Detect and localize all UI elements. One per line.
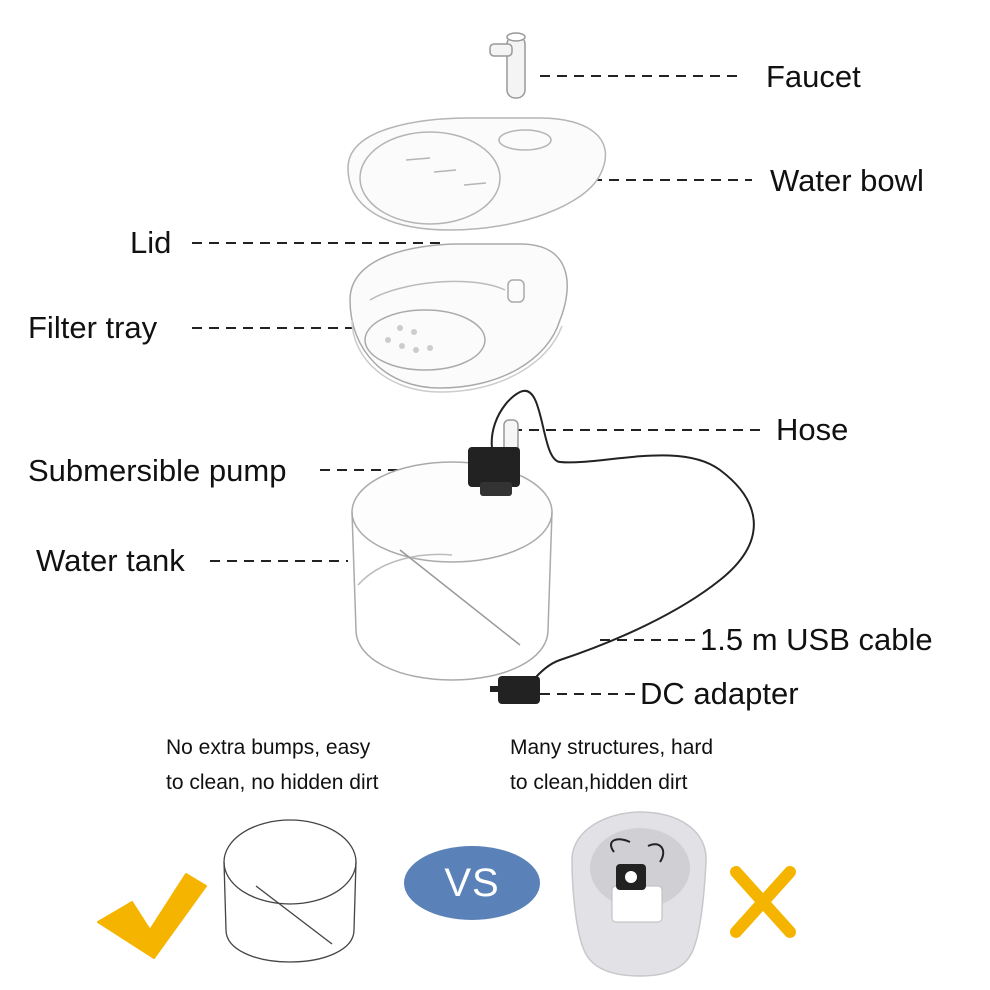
caption-good-line2: to clean, no hidden dirt <box>166 771 379 794</box>
label-water-tank: Water tank <box>36 543 185 578</box>
check-icon <box>97 873 207 959</box>
vs-badge: VS <box>404 846 540 920</box>
caption-good: No extra bumps, easy to clean, no hidden… <box>166 730 378 800</box>
caption-bad-line2: to clean,hidden dirt <box>510 771 688 794</box>
caption-good-line1: No extra bumps, easy <box>166 736 371 759</box>
dc-adapter-part <box>490 676 540 704</box>
label-submersible-pump: Submersible pump <box>28 453 287 488</box>
water-tank-part <box>351 461 553 681</box>
cross-icon <box>730 866 796 938</box>
label-dc-adapter: DC adapter <box>640 676 799 711</box>
label-hose: Hose <box>776 412 849 447</box>
lid-filter-tray-part <box>349 243 568 393</box>
label-faucet: Faucet <box>766 59 861 94</box>
label-water-bowl: Water bowl <box>770 163 924 198</box>
pump-part <box>468 447 520 496</box>
pump-cable <box>490 389 755 685</box>
clean-tank-image <box>223 819 357 963</box>
complex-tank-image <box>571 811 707 977</box>
label-filter-tray: Filter tray <box>28 310 158 345</box>
caption-bad-line1: Many structures, hard <box>510 736 714 759</box>
faucet-part <box>489 32 526 99</box>
water-bowl-part <box>347 117 607 231</box>
label-usb-cable: 1.5 m USB cable <box>700 622 933 657</box>
caption-bad: Many structures, hard to clean,hidden di… <box>510 730 713 800</box>
label-lid: Lid <box>130 225 172 260</box>
